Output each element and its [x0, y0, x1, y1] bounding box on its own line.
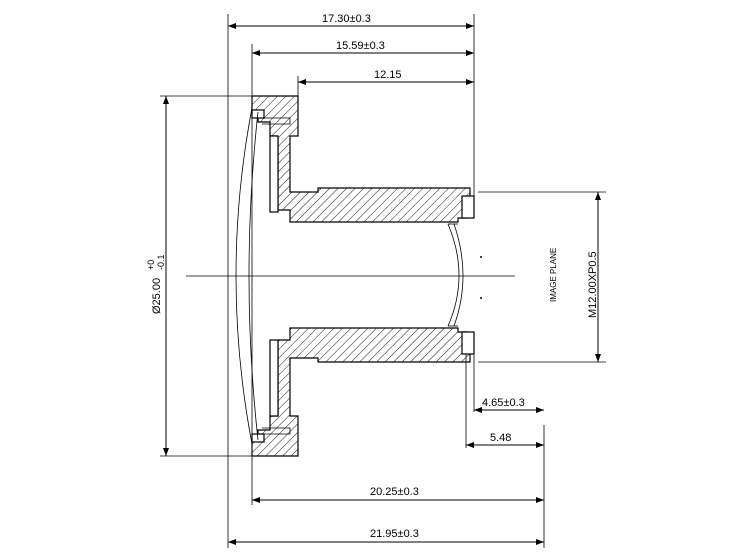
upper-spacer — [262, 117, 291, 125]
dim-total-bottom-b-label: 21.95±0.3 — [370, 528, 419, 540]
dim-flange-to-end-label: 15.59±0.3 — [336, 40, 385, 52]
image-plane-label: IMAGE PLANE — [549, 248, 558, 302]
dim-diameter-tol-minus: -0.1 — [156, 254, 166, 270]
dim-back-focal-a: 4.65±0.3 — [474, 397, 544, 413]
upper-retainer-ring — [269, 135, 279, 213]
upper-barrel-end — [461, 195, 475, 219]
dim-thread-label: M12.00XP0.5 — [587, 251, 599, 318]
image-plane-dot-top — [480, 256, 482, 258]
lower-retainer-ring — [269, 339, 279, 417]
rear-lens-element — [447, 223, 464, 327]
image-plane-dot-bottom — [480, 297, 482, 299]
extension-lines — [160, 14, 606, 548]
lower-spacer — [262, 427, 291, 435]
dim-diameter: Ø25.00 +0 -0.1 — [146, 96, 169, 456]
dim-total-bottom-a-label: 20.25±0.3 — [370, 486, 419, 498]
dim-flange-to-end: 15.59±0.3 — [252, 40, 474, 56]
dim-back-focal-b: 5.48 — [466, 432, 544, 448]
dim-barrel-length: 12.15 — [298, 69, 474, 85]
dim-total-bottom-a: 20.25±0.3 — [252, 486, 544, 503]
dim-overall-top: 17.30±0.3 — [228, 13, 474, 29]
rear-lens-surface-1 — [447, 223, 460, 327]
housing-lower-section — [251, 327, 471, 457]
dim-thread: M12.00XP0.5 — [587, 192, 601, 362]
rear-lens-surface-2 — [453, 223, 464, 327]
dim-barrel-length-label: 12.15 — [374, 69, 402, 81]
dim-back-focal-b-label: 5.48 — [490, 432, 511, 444]
dim-diameter-label: Ø25.00 — [151, 278, 163, 314]
dim-back-focal-a-label: 4.65±0.3 — [482, 397, 525, 409]
dim-diameter-tol-plus: +0 — [146, 260, 156, 270]
dim-overall-top-label: 17.30±0.3 — [322, 13, 371, 25]
dim-total-bottom-b: 21.95±0.3 — [228, 528, 544, 545]
lower-barrel-end — [461, 331, 475, 355]
housing-upper-section — [251, 95, 471, 223]
